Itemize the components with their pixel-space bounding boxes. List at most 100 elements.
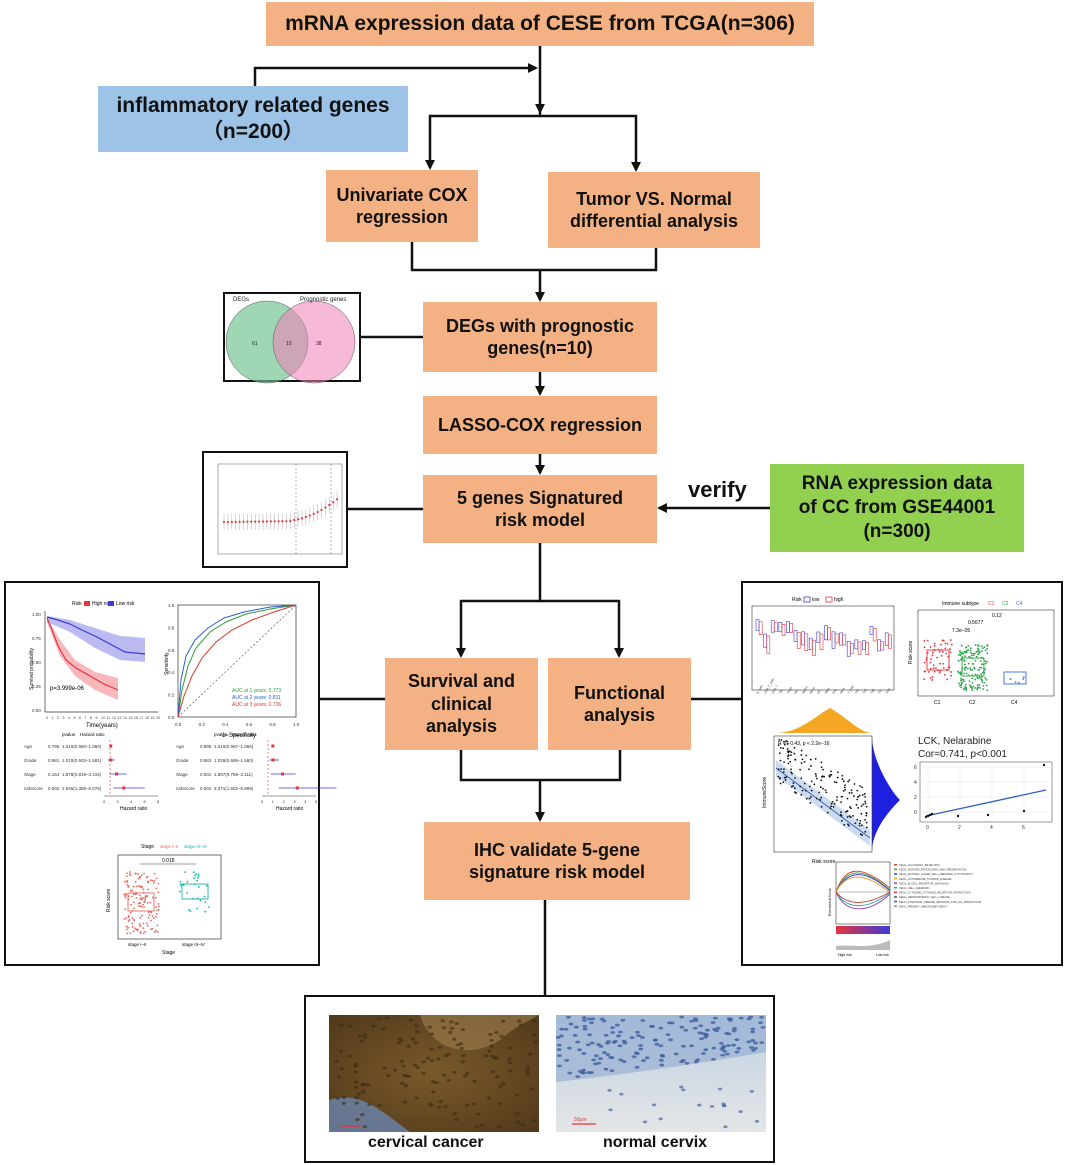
- normal-nucleus: [603, 1033, 609, 1037]
- subtype-point-c1: [949, 651, 952, 654]
- drug-xtick: 2: [958, 825, 961, 831]
- subtype-point-c2: [964, 685, 966, 688]
- roc-ytick: 0.0: [168, 715, 175, 720]
- subtype-point-c2: [977, 677, 980, 680]
- normal-nucleus: [727, 1017, 733, 1021]
- normal-nucleus: [575, 1075, 581, 1079]
- scatter-point: [839, 813, 842, 816]
- stage-point-a: [156, 931, 159, 934]
- subtype-point-c2: [972, 685, 975, 688]
- normal-nucleus: [566, 1015, 571, 1019]
- cancer-nucleus: [515, 1120, 521, 1124]
- stage-point-a: [143, 872, 145, 875]
- stage-point-a: [155, 929, 157, 932]
- scatter-point: [840, 801, 842, 804]
- immune-box-high: [789, 623, 793, 633]
- stage-point-b: [197, 875, 200, 877]
- forest-point: [271, 744, 275, 748]
- subtype-point-c2: [984, 662, 987, 665]
- subtype-point-c2: [982, 684, 985, 687]
- stage-point-b: [203, 895, 206, 898]
- forest-row-name: Grade: [176, 758, 189, 763]
- roc-ytick: 1.0: [168, 603, 175, 608]
- lasso-cv-point: [226, 520, 229, 524]
- cancer-nucleus: [341, 1101, 347, 1105]
- roc-xlabel: 1−Specificity: [222, 733, 256, 739]
- normal-nucleus: [556, 1043, 562, 1047]
- stage-point-a: [145, 922, 148, 925]
- normal-nucleus: [644, 1056, 650, 1060]
- normal-nucleus: [736, 1047, 742, 1050]
- km-xtick: 17: [140, 716, 144, 720]
- tumor-normal-label: Tumor VS. Normal differential analysis: [569, 188, 739, 232]
- normal-nucleus: [750, 1030, 756, 1034]
- drug-ytick: 2: [914, 795, 917, 801]
- stage-point-a: [150, 919, 152, 922]
- cancer-nucleus: [435, 1057, 441, 1061]
- normal-nucleus: [679, 1015, 685, 1019]
- drug-ytick: 0: [914, 810, 917, 816]
- normal-nucleus: [587, 1033, 593, 1037]
- scatter-point: [794, 791, 796, 794]
- cancer-nucleus: [382, 1066, 387, 1070]
- scatter-point: [862, 803, 865, 806]
- stage-point-a: [146, 925, 149, 927]
- immune-gene-label: Mast: [824, 687, 831, 695]
- km-xtick: 19: [151, 716, 155, 720]
- immune-gene-label: CD4_T: [771, 684, 779, 694]
- normal-nucleus: [738, 1110, 743, 1114]
- degs-node: DEGs with prognostic genes(n=10): [423, 302, 657, 372]
- cancer-nucleus: [525, 1069, 530, 1073]
- normal-nucleus: [692, 1026, 698, 1030]
- subtype-point-c2: [962, 680, 965, 683]
- km-high-curve: [46, 617, 119, 691]
- immune-box-high: [865, 642, 869, 655]
- forest-point: [280, 772, 284, 776]
- stage-point-a: [147, 881, 150, 884]
- subtype-point-c2: [959, 673, 962, 675]
- subtype-point-c1: [931, 654, 934, 657]
- risk-model-label: 5 genes Signatured risk model: [456, 487, 624, 531]
- scatter-point: [818, 791, 820, 794]
- cancer-nucleus: [437, 1105, 442, 1109]
- subtype-point-c2: [979, 666, 981, 669]
- subtype-point-c2: [981, 679, 984, 682]
- scatter-point: [779, 782, 782, 785]
- scatter-point: [780, 768, 783, 770]
- scatter-point: [820, 761, 823, 764]
- cancer-nucleus: [335, 1096, 341, 1100]
- km-low-curve: [46, 616, 146, 655]
- lasso-plot-frame: [202, 451, 348, 568]
- normal-nucleus: [582, 1019, 587, 1022]
- cancer-nucleus: [353, 1062, 358, 1066]
- normal-nucleus: [665, 1033, 671, 1036]
- scatter-point: [826, 811, 829, 814]
- subtype-point-c1: [944, 647, 947, 650]
- cancer-nucleus: [353, 1070, 358, 1074]
- immune-box-high: [857, 641, 862, 655]
- stage-point-b: [198, 885, 200, 888]
- scatter-point: [820, 796, 823, 799]
- immune-gene-label: Tgd: [869, 688, 875, 695]
- cancer-nucleus: [438, 1099, 443, 1103]
- forest-row-hr: 1.010(0.603–1.581): [62, 758, 102, 763]
- stage-point-a: [146, 902, 149, 904]
- forest-row-hr: 2.946(1.386–6.078): [62, 786, 102, 791]
- scatter-point: [783, 768, 785, 771]
- km-xtick: 4: [68, 716, 70, 720]
- cancer-nucleus: [483, 1054, 489, 1058]
- scatter-point: [777, 775, 780, 778]
- cancer-nucleus: [533, 1040, 538, 1044]
- cancer-nucleus: [362, 1082, 367, 1086]
- subtype-point-c1: [940, 643, 943, 646]
- forest-tick: 3: [293, 799, 296, 804]
- stage-point-a: [143, 906, 145, 909]
- cancer-nucleus: [354, 1101, 360, 1105]
- scatter-point: [852, 815, 855, 817]
- scatter-point: [783, 743, 786, 746]
- stage-point-a: [147, 916, 150, 919]
- normal-nucleus: [738, 1016, 744, 1020]
- scatter-point: [782, 771, 785, 773]
- cancer-nucleus: [400, 1081, 405, 1085]
